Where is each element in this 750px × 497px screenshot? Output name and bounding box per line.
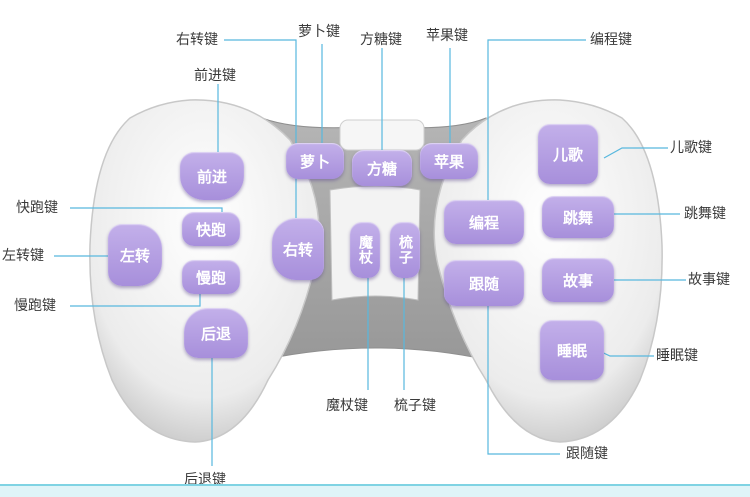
label-forward-key: 前进键 — [194, 68, 236, 84]
label-program-key: 编程键 — [590, 32, 632, 48]
label-sugar-cube-key: 方糖键 — [360, 32, 402, 48]
label-dance-key: 跳舞键 — [684, 206, 726, 222]
sleep-button[interactable]: 睡眠 — [540, 320, 604, 380]
label-story-key: 故事键 — [688, 272, 730, 288]
left-turn-button[interactable]: 左转 — [108, 224, 162, 286]
label-children-song-key: 儿歌键 — [670, 140, 712, 156]
label-fast-run-key: 快跑键 — [16, 200, 58, 216]
label-right-turn-key: 右转键 — [176, 32, 218, 48]
sugar-cube-button[interactable]: 方糖 — [352, 150, 412, 186]
program-button[interactable]: 编程 — [444, 200, 524, 244]
comb-button[interactable]: 梳子 — [390, 222, 420, 278]
right-turn-button[interactable]: 右转 — [272, 218, 324, 280]
label-follow-key: 跟随键 — [566, 446, 608, 462]
label-sleep-key: 睡眠键 — [656, 348, 698, 364]
label-slow-run-key: 慢跑键 — [14, 298, 56, 314]
forward-button[interactable]: 前进 — [180, 152, 244, 200]
apple-button[interactable]: 苹果 — [420, 143, 478, 179]
label-apple-key: 苹果键 — [426, 28, 468, 44]
children-song-button[interactable]: 儿歌 — [538, 124, 598, 184]
story-button[interactable]: 故事 — [542, 258, 614, 302]
label-magic-wand-key: 魔杖键 — [326, 398, 368, 414]
label-left-turn-key: 左转键 — [2, 248, 44, 264]
bottom-border — [0, 484, 750, 497]
fast-run-button[interactable]: 快跑 — [182, 212, 240, 246]
radish-button[interactable]: 萝卜 — [286, 143, 344, 179]
follow-button[interactable]: 跟随 — [444, 260, 524, 306]
magic-wand-button[interactable]: 魔杖 — [350, 222, 380, 278]
label-comb-key: 梳子键 — [394, 398, 436, 414]
dance-button[interactable]: 跳舞 — [542, 196, 614, 238]
slow-run-button[interactable]: 慢跑 — [182, 260, 240, 294]
label-radish-key: 萝卜键 — [298, 24, 340, 40]
back-button[interactable]: 后退 — [184, 308, 248, 358]
